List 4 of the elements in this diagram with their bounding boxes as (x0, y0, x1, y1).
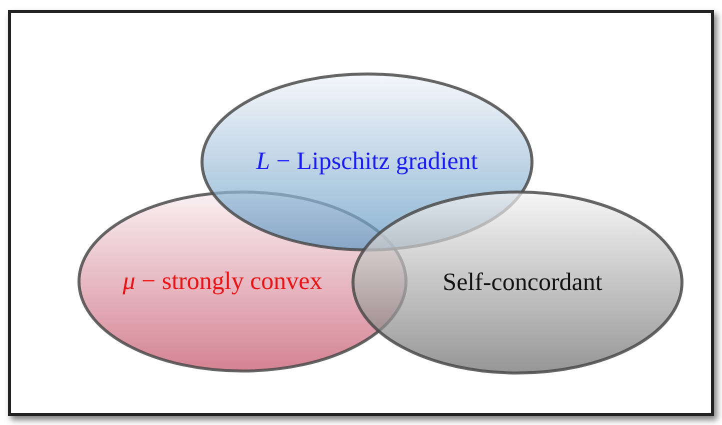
region-label: μ − strongly convex (122, 268, 322, 296)
region-label: L − Lipschitz gradient (256, 148, 478, 176)
region-label: Self-concordant (442, 268, 602, 296)
venn-ellipse (351, 190, 684, 375)
